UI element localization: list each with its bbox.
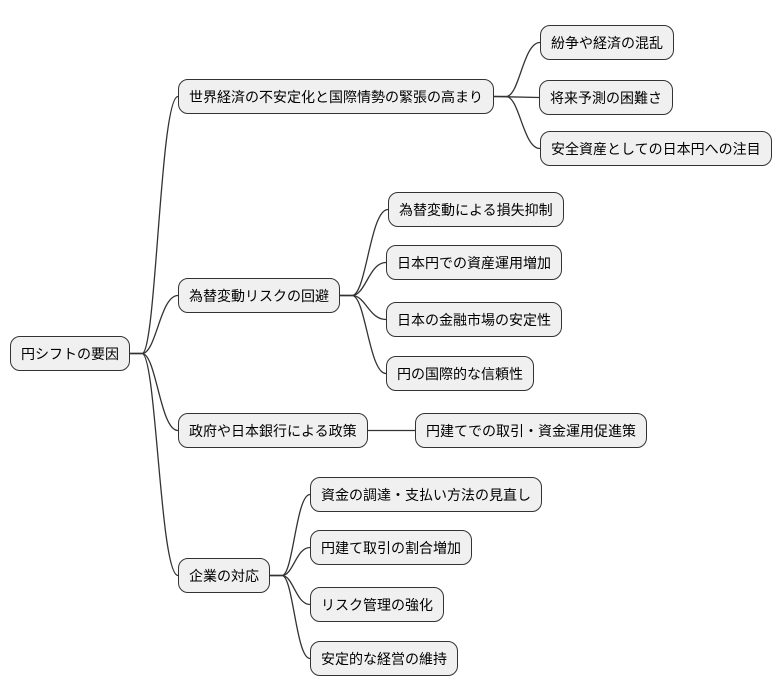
mindmap-root-node: 円シフトの要因 bbox=[10, 336, 130, 371]
mindmap-leaf-node: 円建てでの取引・資金運用促進策 bbox=[415, 413, 647, 448]
mindmap-branch-node: 世界経済の不安定化と国際情勢の緊張の高まり bbox=[178, 79, 494, 114]
mindmap-leaf-node: 安全資産としての日本円への注目 bbox=[540, 131, 772, 166]
mindmap-branch-node: 企業の対応 bbox=[178, 558, 270, 593]
mindmap-leaf-node: 資金の調達・支払い方法の見直し bbox=[310, 477, 542, 512]
mindmap-leaf-node: リスク管理の強化 bbox=[310, 587, 444, 622]
mindmap-leaf-node: 日本の金融市場の安定性 bbox=[386, 302, 562, 337]
mindmap-leaf-node: 円の国際的な信頼性 bbox=[386, 356, 534, 391]
mindmap-branch-node: 為替変動リスクの回避 bbox=[178, 278, 340, 313]
mindmap-leaf-node: 紛争や経済の混乱 bbox=[540, 25, 674, 60]
mindmap-leaf-node: 日本円での資産運用増加 bbox=[386, 245, 562, 280]
mindmap-leaf-node: 為替変動による損失抑制 bbox=[388, 192, 564, 227]
mindmap-leaf-node: 円建て取引の割合増加 bbox=[310, 530, 472, 565]
mindmap-leaf-node: 安定的な経営の維持 bbox=[310, 641, 458, 676]
mindmap-branch-node: 政府や日本銀行による政策 bbox=[178, 413, 368, 448]
mindmap-leaf-node: 将来予測の困難さ bbox=[539, 80, 673, 115]
